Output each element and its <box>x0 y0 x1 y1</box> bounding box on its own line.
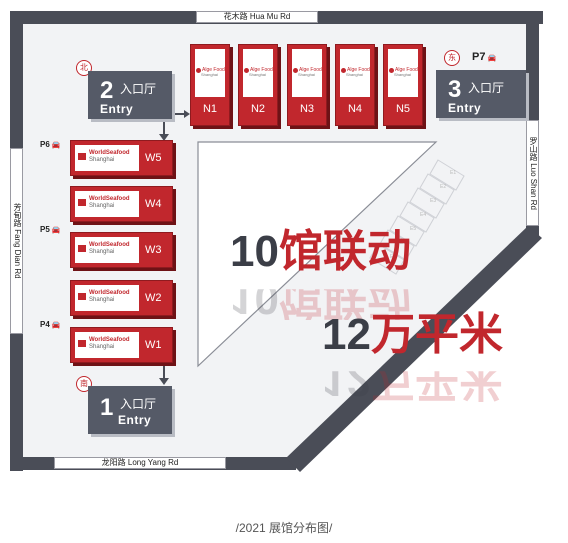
brand-logo-icon <box>78 245 86 252</box>
hall-label: W5 <box>145 152 162 164</box>
side-hall-label: E5 <box>410 226 417 232</box>
hall-label: W1 <box>145 339 162 351</box>
figure-caption: /2021 展馆分布图/ <box>235 521 333 535</box>
brand-logo-icon <box>196 68 201 73</box>
hall-label: N5 <box>395 103 411 115</box>
slogan-line-1: 10馆联动 <box>230 227 411 276</box>
parking-p5: P5🚘 <box>40 225 61 234</box>
hall-label: N4 <box>347 103 363 115</box>
entry-number: 3 <box>448 76 462 103</box>
car-icon: 🚘 <box>487 55 497 62</box>
entry-cn-label: 入口厅 <box>120 397 157 411</box>
brand-logo-icon <box>78 199 86 206</box>
entry-hall-2[interactable]: 2 入口厅 Entry <box>88 71 172 119</box>
side-hall-label: E1 <box>450 170 457 176</box>
hall-label: N1 <box>202 103 218 115</box>
side-hall-label: E3 <box>430 198 437 204</box>
parking-p7: P7🚘 <box>472 51 497 63</box>
road-label-north: 花木路 Hua Mu Rd <box>196 11 318 23</box>
entry-hall-3[interactable]: 3 入口厅 Entry <box>436 70 526 118</box>
east-side-halls <box>369 159 465 275</box>
brand-logo-icon <box>341 68 346 73</box>
brand-logo-icon <box>78 293 86 300</box>
hall-label: N2 <box>250 103 266 115</box>
entry-hall-1[interactable]: 1 入口厅 Entry <box>88 386 172 434</box>
compass-east: 东 <box>444 50 460 66</box>
side-hall-label: E7 <box>390 254 397 260</box>
brand-logo-icon <box>389 68 394 73</box>
road-label-west: 芳甸路 Fang Dian Rd <box>10 148 23 334</box>
brand-logo-icon <box>78 340 86 347</box>
hall-label: W4 <box>145 198 162 210</box>
hall-label: W3 <box>145 244 162 256</box>
entry-number: 1 <box>100 394 114 421</box>
side-hall-label: E2 <box>440 184 447 190</box>
parking-p6: P6🚘 <box>40 140 61 149</box>
entry-cn-label: 入口厅 <box>120 82 157 96</box>
road-label-south: 龙阳路 Long Yang Rd <box>54 457 226 469</box>
entry-en-label: Entry <box>118 413 152 427</box>
car-icon: 🚘 <box>51 227 61 234</box>
road-label-east: 罗山路 Luo Shan Rd <box>526 120 539 226</box>
brand-logo-icon <box>78 153 86 160</box>
hall-label: N3 <box>299 103 315 115</box>
car-icon: 🚘 <box>51 322 61 329</box>
side-hall-label: E4 <box>420 212 427 218</box>
entry-cn-label: 入口厅 <box>468 81 505 95</box>
brand-logo-icon <box>293 68 298 73</box>
car-icon: 🚘 <box>51 142 61 149</box>
side-hall-label: E6 <box>400 240 407 246</box>
parking-p4: P4🚘 <box>40 320 61 329</box>
entry-en-label: Entry <box>100 102 134 116</box>
brand-logo-icon <box>244 68 249 73</box>
entry-en-label: Entry <box>448 101 482 115</box>
hall-label: W2 <box>145 292 162 304</box>
entry-number: 2 <box>100 77 114 104</box>
central-plaza <box>197 141 438 368</box>
slogan-line-2: 12万平米 <box>322 310 503 359</box>
road-diagonal <box>286 226 542 472</box>
